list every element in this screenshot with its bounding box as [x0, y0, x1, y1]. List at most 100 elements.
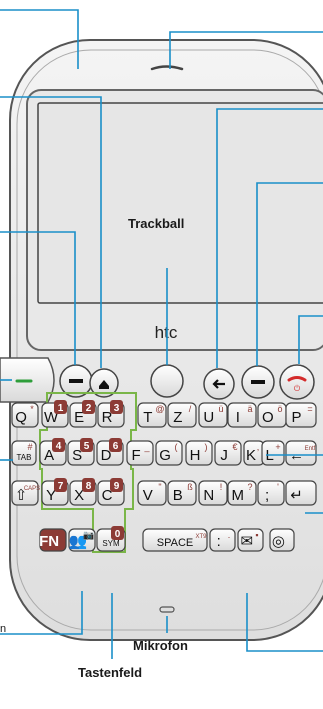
key-label: S — [72, 447, 82, 464]
callout-line-home — [0, 96, 102, 368]
key-sublabel: " — [158, 482, 161, 492]
number-badge — [54, 478, 67, 492]
key-a[interactable]: A4 — [39, 438, 67, 466]
key-z[interactable]: Z/ — [167, 402, 197, 428]
key-j[interactable]: J€ — [214, 440, 242, 466]
number-badge-label: 4 — [56, 441, 62, 452]
microphone-slot — [159, 606, 175, 613]
key-tab[interactable]: TAB# — [11, 440, 37, 466]
key-;[interactable]: ;' — [257, 480, 285, 506]
key-r[interactable]: R3 — [97, 400, 125, 428]
key-c[interactable]: C9 — [97, 478, 125, 506]
number-badge-label: 6 — [113, 441, 119, 452]
key-shift[interactable]: ⇧CAPS — [11, 480, 40, 506]
number-badge — [110, 478, 123, 492]
key-l[interactable]: L+ — [261, 440, 285, 466]
key-m[interactable]: M? — [227, 480, 257, 506]
key-s[interactable]: S5 — [67, 438, 95, 466]
display-screen — [37, 102, 323, 304]
key-label: J — [220, 447, 228, 464]
key-sublabel: CAPS — [24, 486, 40, 492]
number-badge-label: 7 — [58, 481, 64, 492]
key-w[interactable]: Woo1 — [41, 400, 69, 428]
key-d[interactable]: D6 — [96, 438, 124, 466]
key-sublabel: / — [189, 404, 192, 414]
number-badge-label: 5 — [84, 441, 90, 452]
key-label: R — [102, 409, 113, 426]
key-sublabel: ! — [220, 482, 223, 492]
key-sublabel: ß — [187, 482, 193, 492]
number-badge — [82, 478, 95, 492]
key-label: : — [217, 533, 221, 550]
key-label: G — [159, 447, 171, 464]
end-call-button[interactable]: ⏻ — [279, 364, 315, 400]
key-label: M — [232, 487, 245, 504]
minus-icon — [251, 380, 265, 384]
key-backspace[interactable]: ←Entf — [285, 440, 317, 466]
key-label: V — [143, 487, 153, 504]
key-enter[interactable]: ↵ — [285, 480, 317, 506]
key-◎[interactable]: ◎ — [269, 528, 295, 552]
key-sublabel: # — [27, 442, 32, 452]
number-badge-label: 8 — [86, 481, 92, 492]
trackball-label: Trackball — [128, 216, 185, 231]
key-p[interactable]: P= — [285, 402, 317, 428]
key-h[interactable]: H) — [185, 440, 213, 466]
callout-line-people — [0, 591, 83, 635]
key-t[interactable]: T@ — [137, 402, 167, 428]
callout-line-message — [246, 593, 323, 652]
key-label: X — [74, 487, 84, 504]
number-badge — [80, 438, 93, 452]
end-call-icon — [287, 376, 307, 382]
number-badge-label: 9 — [114, 481, 120, 492]
keypad-label: Tastenfeld — [78, 665, 143, 680]
key-sublabel: Entf — [305, 446, 316, 452]
key-g[interactable]: G( — [155, 440, 183, 466]
callout-line-end-call — [298, 315, 323, 364]
key-v[interactable]: V" — [137, 480, 167, 506]
callout-line-right-softkey — [256, 182, 323, 366]
key-label: A — [44, 447, 54, 464]
home-button[interactable] — [89, 368, 119, 398]
key-sublabel: + — [275, 442, 280, 452]
key-n[interactable]: N! — [198, 480, 228, 506]
key-fn[interactable]: FN — [39, 528, 67, 552]
number-badge — [52, 438, 65, 452]
trackball[interactable] — [150, 364, 184, 398]
key-label: N — [203, 487, 214, 504]
right-softkey[interactable] — [241, 365, 275, 399]
key-✉[interactable]: ✉▪ — [237, 528, 264, 552]
callout-line-top-right — [169, 31, 323, 69]
key-label: Y — [46, 487, 56, 504]
key-sublabel: ? — [247, 482, 252, 492]
key-sublabel: € — [232, 442, 237, 452]
back-button[interactable] — [203, 368, 235, 400]
key-label: B — [173, 487, 183, 504]
clipped-label: n — [0, 623, 7, 635]
key-sublabel: = — [307, 404, 312, 414]
key-e[interactable]: E2 — [69, 400, 97, 428]
number-badge — [109, 438, 122, 452]
key-sublabel: ' — [277, 482, 279, 492]
key-k[interactable]: K, — [243, 440, 265, 466]
qwerty-keyboard: Q*Woo1E2R3T@Z/UüIäOöP=TAB#A4S5D6F_G(H)J€… — [11, 392, 317, 553]
key-label: Q — [15, 409, 27, 426]
key-:[interactable]: :. — [209, 528, 236, 552]
key-sublabel: XT9 — [195, 534, 207, 540]
key-x[interactable]: X8 — [69, 478, 97, 506]
microphone-label: Mikrofon — [133, 638, 188, 653]
key-sublabel: . — [228, 530, 231, 540]
key-label: T — [143, 409, 152, 426]
key-👥[interactable]: 👥📷 — [68, 528, 96, 552]
call-button[interactable] — [0, 357, 55, 403]
key-q[interactable]: Q* — [11, 402, 39, 428]
key-y[interactable]: Y7 — [41, 478, 69, 506]
key-label: SPACE — [157, 537, 193, 549]
key-f[interactable]: F_ — [126, 440, 154, 466]
